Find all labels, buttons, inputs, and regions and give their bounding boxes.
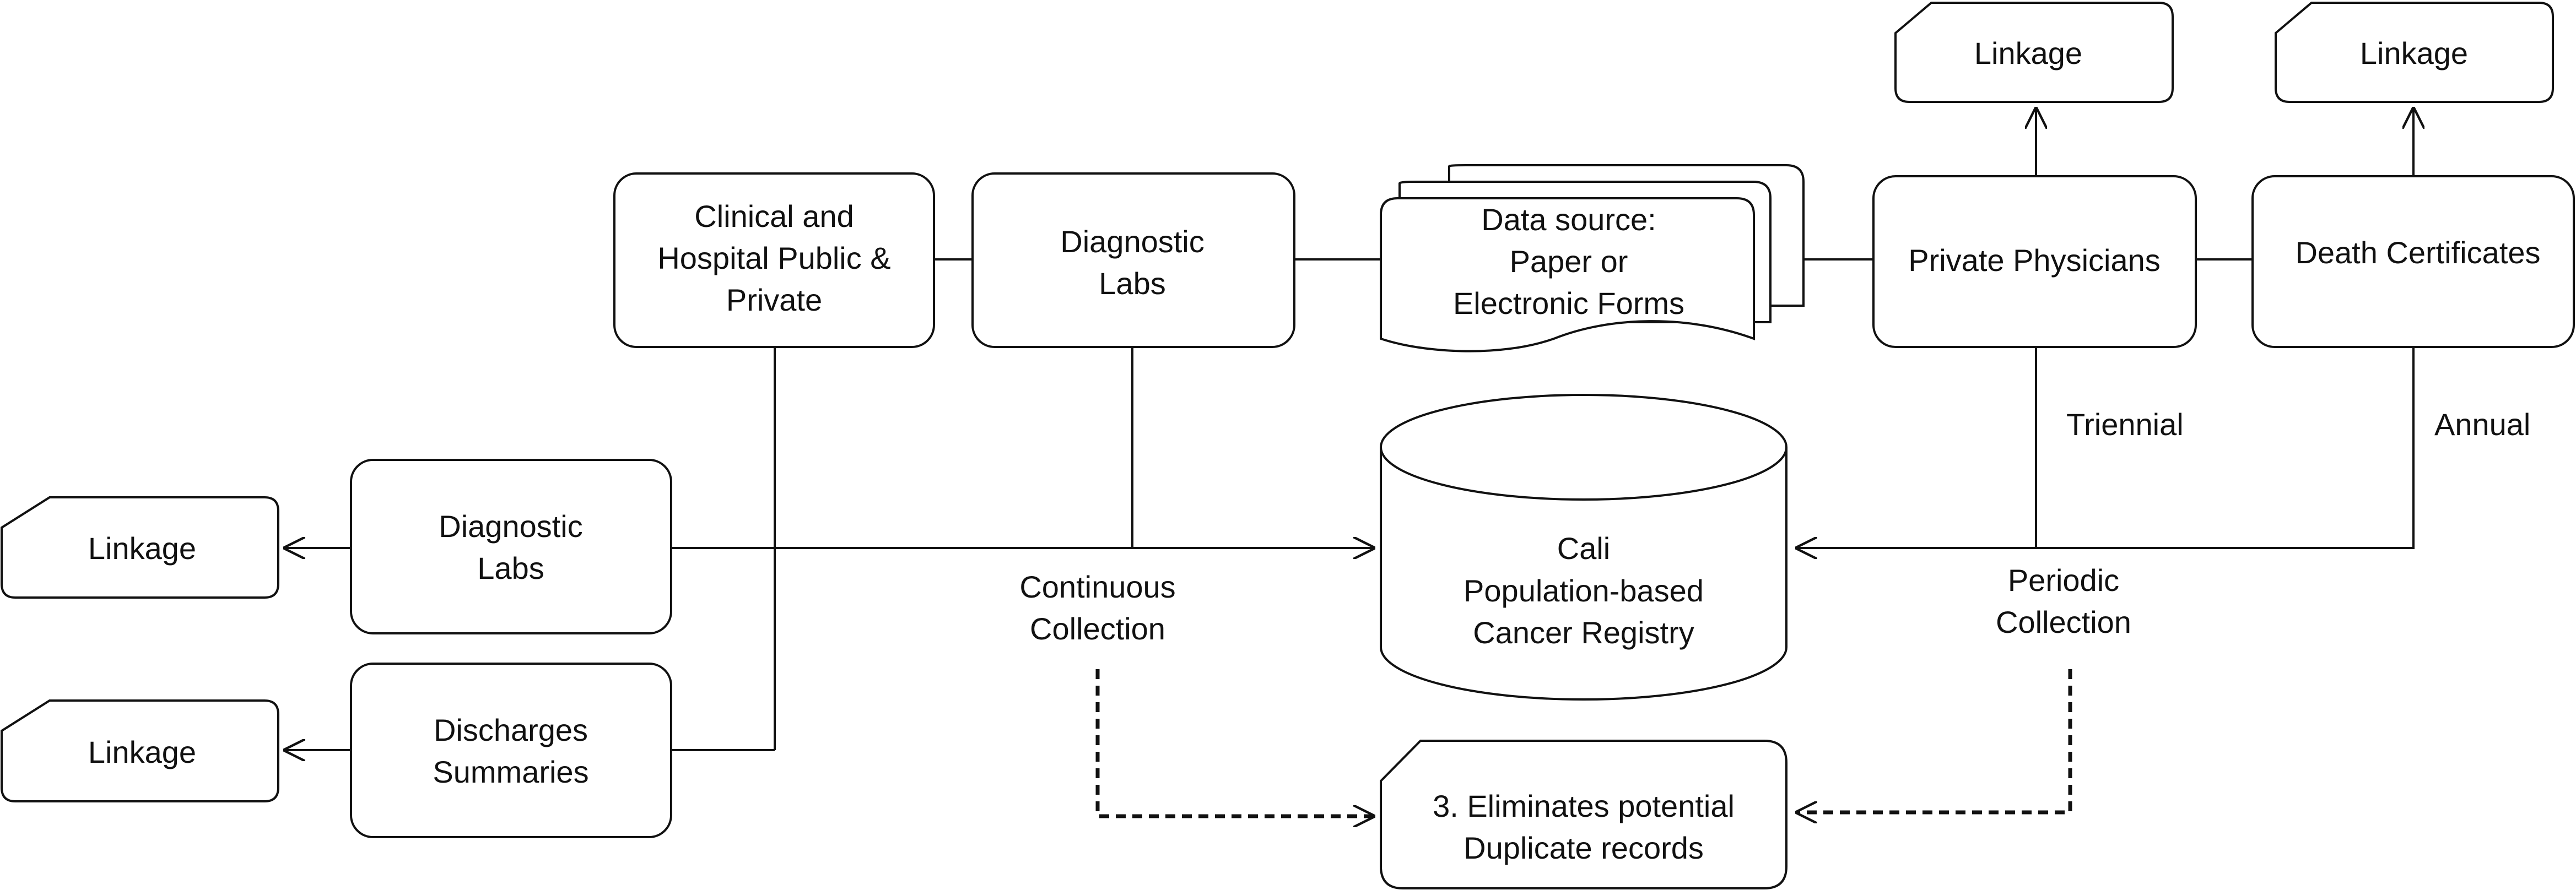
linkage-labs-card: Linkage xyxy=(0,496,279,599)
diagnostic-labs-left-line-1: Diagnostic xyxy=(439,509,582,544)
triennial-label: Triennial xyxy=(2066,407,2184,442)
registry-line-3: Cancer Registry xyxy=(1473,615,1694,650)
duplicates-line-1: 3. Eliminates potential xyxy=(1433,789,1735,823)
linkage-death-card: Linkage xyxy=(2275,1,2554,103)
periodic-collection-line-1: Periodic xyxy=(2008,563,2119,598)
private-physicians-box: Private Physicians xyxy=(1872,175,2197,348)
diagnostic-labs-top-line-1: Diagnostic xyxy=(1060,224,1204,259)
discharges-box: Discharges Summaries xyxy=(350,663,672,838)
data-source-line-1: Data source: xyxy=(1481,202,1656,237)
linkage-labs-label: Linkage xyxy=(88,531,196,566)
data-source-line-2: Paper or xyxy=(1510,244,1628,279)
annual-label: Annual xyxy=(2434,407,2530,442)
duplicates-line-2: Duplicate records xyxy=(1463,831,1704,865)
continuous-collection-line-1: Continuous xyxy=(1019,569,1175,604)
clinical-hospital-line-2: Hospital Public & xyxy=(657,241,890,275)
clinical-hospital-line-3: Private xyxy=(726,283,822,317)
linkage-physicians-label: Linkage xyxy=(1974,36,2082,70)
linkage-death-label: Linkage xyxy=(2360,36,2468,70)
death-certificates-label: Death Certificates xyxy=(2295,235,2540,270)
registry-cylinder: Cali Population-based Cancer Registry xyxy=(1380,394,1787,701)
diagnostic-labs-top-box: Diagnostic Labs xyxy=(971,172,1295,348)
linkage-physicians-card: Linkage xyxy=(1894,1,2174,103)
duplicates-card: 3. Eliminates potential Duplicate record… xyxy=(1380,740,1787,889)
continuous-collection-line-2: Collection xyxy=(1030,611,1165,646)
data-source-documents: Data source: Paper or Electronic Forms xyxy=(1380,164,1805,352)
diagnostic-labs-left-box: Diagnostic Labs xyxy=(350,459,672,634)
linkage-discharges-card: Linkage xyxy=(0,699,279,802)
private-physicians-label: Private Physicians xyxy=(1908,243,2161,278)
clinical-hospital-box: Clinical and Hospital Public & Private xyxy=(613,172,935,348)
linkage-discharges-label: Linkage xyxy=(88,735,196,769)
diagnostic-labs-top-line-2: Labs xyxy=(1099,266,1165,301)
diagnostic-labs-left-line-2: Labs xyxy=(477,551,544,585)
data-source-line-3: Electronic Forms xyxy=(1453,286,1684,321)
periodic-collection-line-2: Collection xyxy=(1996,605,2131,639)
discharges-line-2: Summaries xyxy=(433,755,588,789)
discharges-line-1: Discharges xyxy=(434,713,588,747)
registry-line-2: Population-based xyxy=(1463,573,1704,608)
registry-line-1: Cali xyxy=(1557,531,1610,566)
death-certificates-box: Death Certificates xyxy=(2251,175,2575,348)
clinical-hospital-line-1: Clinical and xyxy=(694,199,854,234)
connectors xyxy=(285,109,2413,816)
